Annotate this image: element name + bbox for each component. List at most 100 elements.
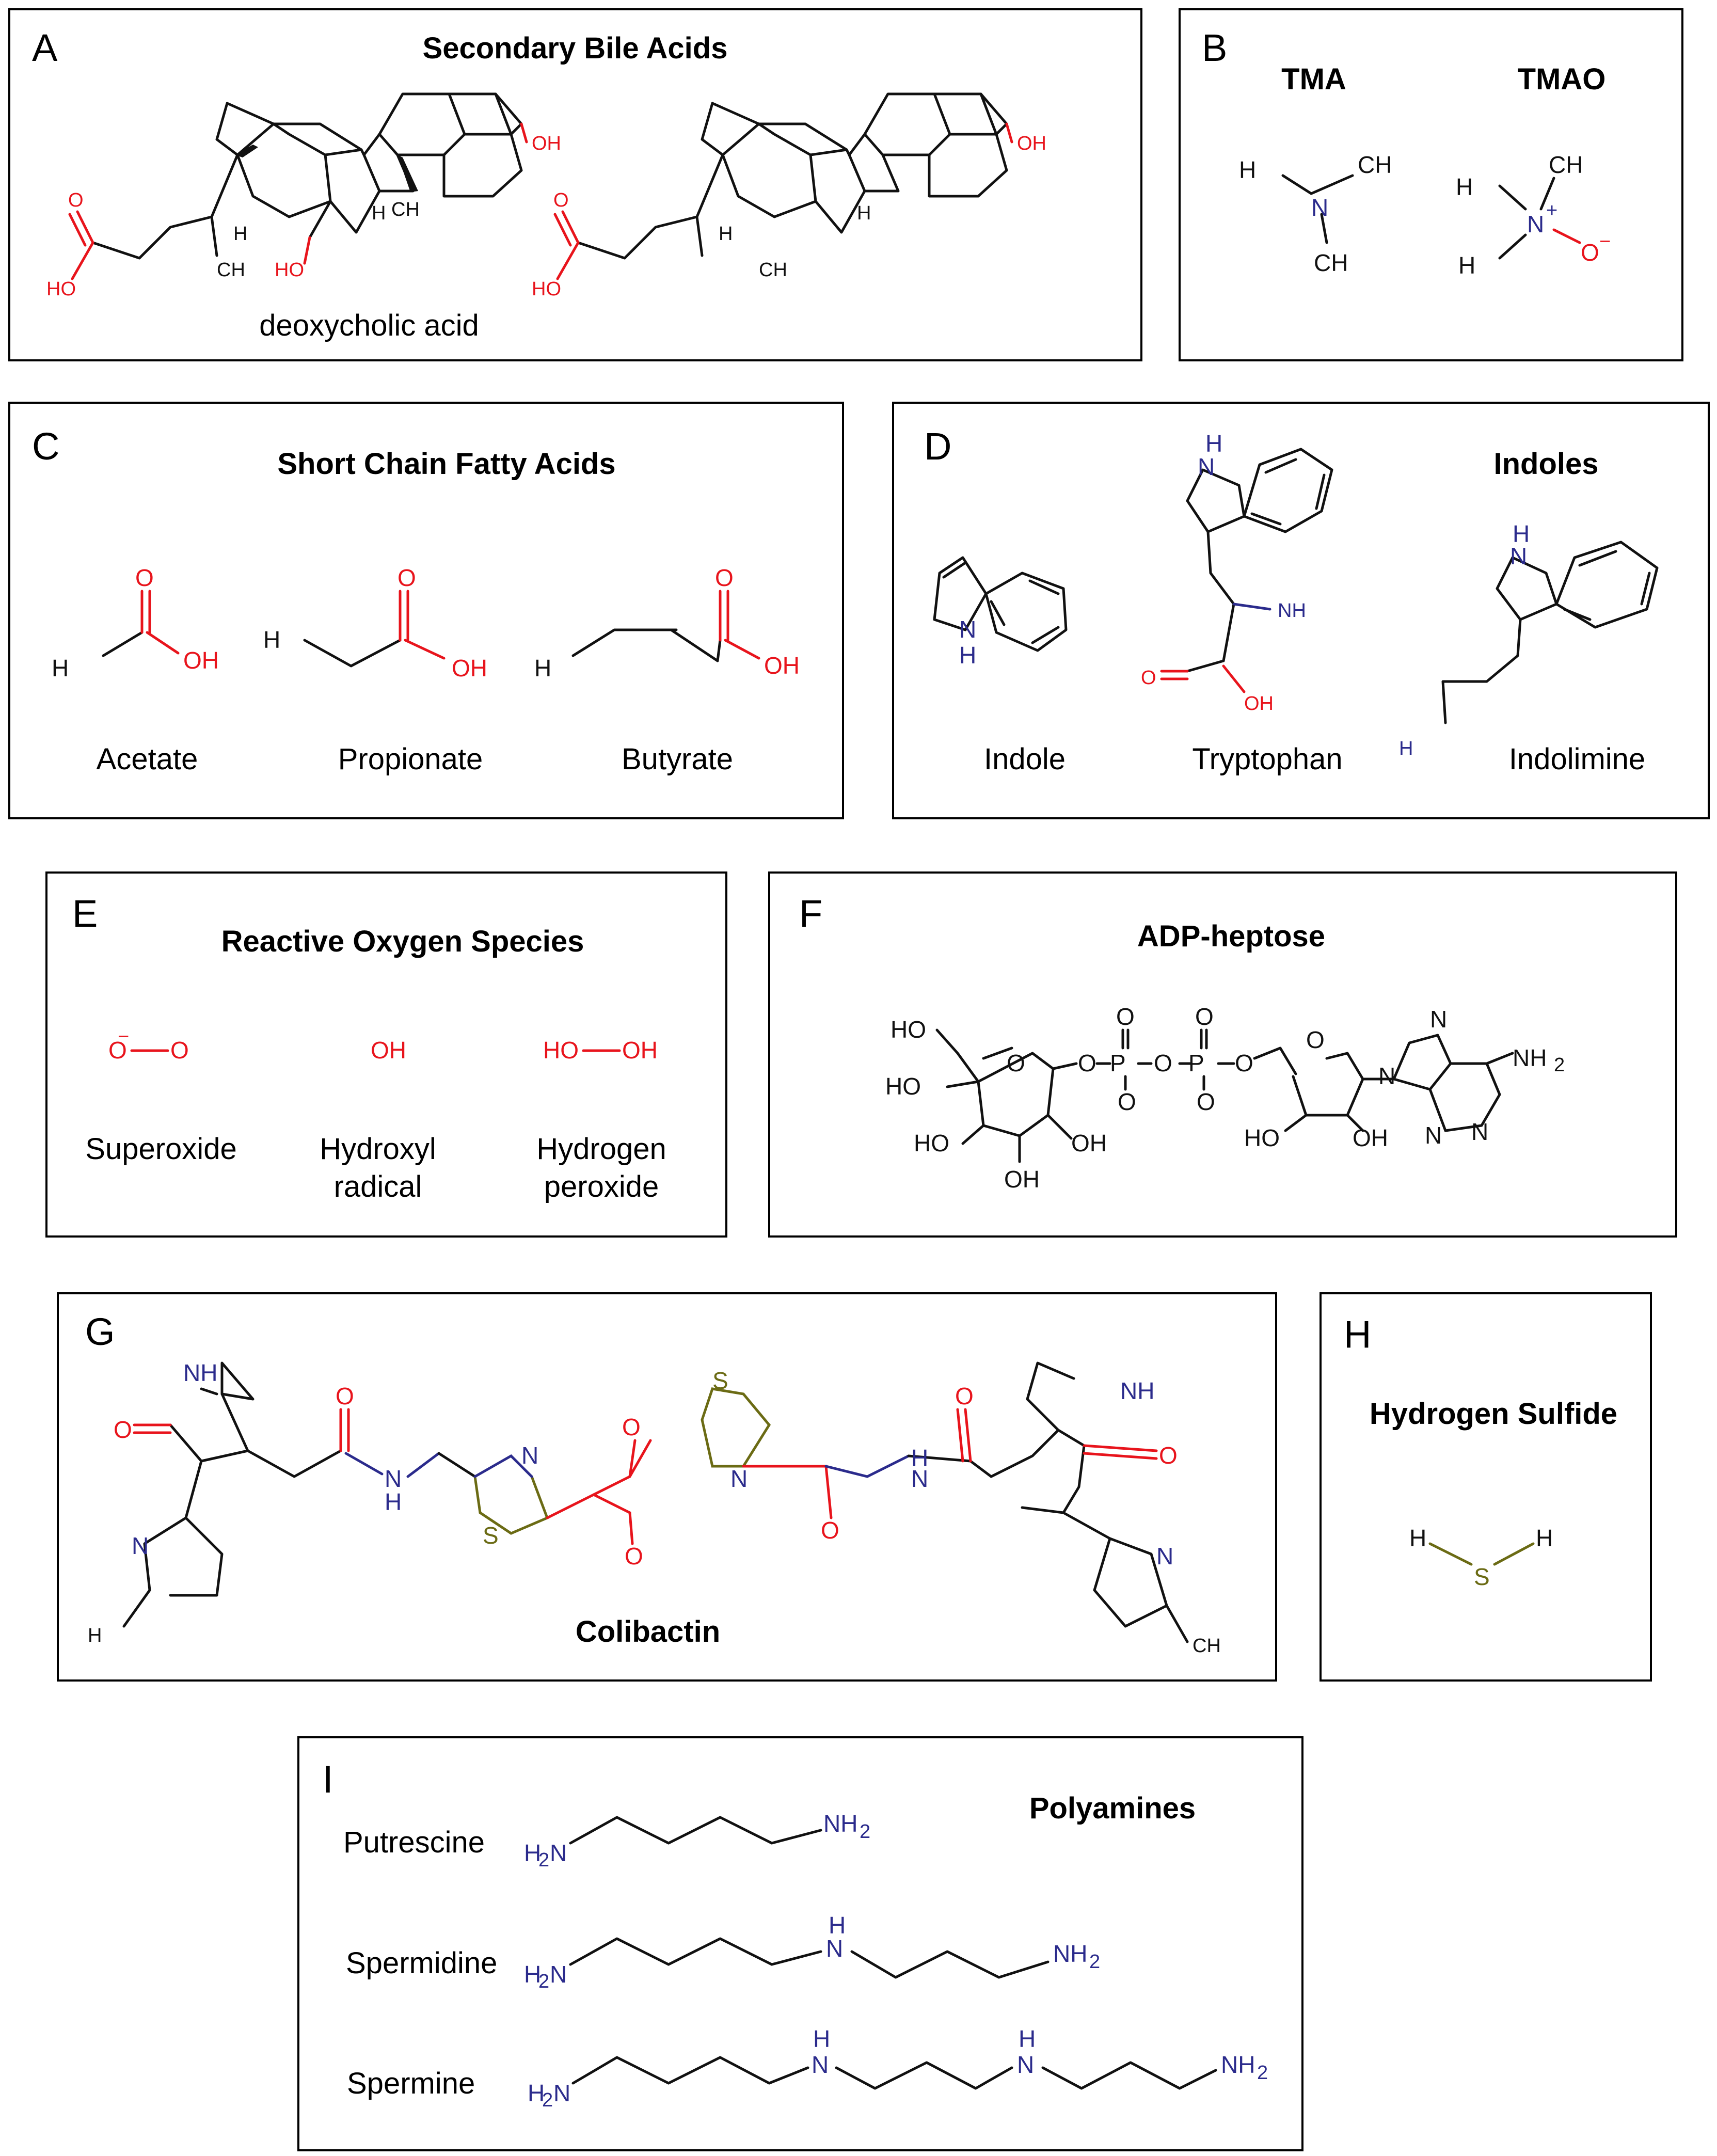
tryptophan-structure: H N NH O OH	[1141, 430, 1333, 715]
propionate-structure: O OH H	[263, 564, 487, 681]
sub2-label: 2	[1257, 2062, 1268, 2084]
ch3-label: CH	[1193, 1635, 1221, 1657]
ho-label: HO	[1244, 1124, 1280, 1151]
adp-heptose-structure: HO HO HO OH OH O O P O O O P O O O O HO …	[885, 1003, 1565, 1193]
panel-f-frame	[768, 871, 1677, 1238]
n-label: N	[521, 1442, 538, 1469]
putrescine-structure: H 2 N NH 2	[524, 1810, 870, 1871]
n-label: N	[826, 1935, 843, 1962]
n-label: N	[132, 1532, 149, 1559]
ho-label: HO	[46, 278, 76, 300]
panel-a-letter: A	[32, 26, 58, 69]
ho-label: HO	[532, 278, 561, 300]
panel-i-title: Polyamines	[1029, 1792, 1196, 1825]
h2n-label: H	[524, 1961, 541, 1988]
ho-label: HO	[885, 1073, 921, 1100]
o-label: O	[1141, 667, 1156, 689]
panel-d-title: Indoles	[1493, 447, 1598, 481]
h3c-label: H	[534, 655, 551, 681]
panel-e-frame	[45, 871, 727, 1238]
panel-c-title: Short Chain Fatty Acids	[277, 447, 615, 481]
butyrate-name: Butyrate	[622, 742, 733, 776]
ho-label: HO	[543, 1037, 579, 1064]
sub2-label: 2	[538, 1849, 549, 1871]
n-label: N	[1311, 194, 1328, 221]
h2n-label: H	[524, 1840, 541, 1866]
o-label: O	[1116, 1003, 1135, 1030]
nh-label: H	[1205, 430, 1222, 457]
n-label: N	[1198, 453, 1215, 480]
spermidine-name: Spermidine	[346, 1946, 497, 1980]
tryptophan-name: Tryptophan	[1192, 742, 1342, 776]
panel-e-letter: E	[72, 892, 98, 935]
panel-f-title: ADP-heptose	[1137, 920, 1325, 953]
oh-label: OH	[1353, 1124, 1388, 1151]
ho-label: HO	[275, 259, 304, 281]
o-label: O	[622, 1414, 641, 1440]
o-label: O	[108, 1037, 127, 1064]
nh-label: NH	[1120, 1377, 1154, 1404]
o-label: O	[821, 1517, 839, 1544]
nh-label: N	[385, 1465, 402, 1492]
h3c-label: H	[1458, 252, 1475, 279]
hydrogen-name: Hydrogen	[536, 1132, 666, 1166]
h3c-label: H	[52, 655, 69, 681]
n-label: N	[1510, 543, 1527, 569]
s-label: S	[712, 1367, 728, 1394]
hydroxyl-name: Hydroxyl	[320, 1132, 436, 1166]
panel-b-letter: B	[1202, 26, 1227, 69]
o-label: O	[1235, 1050, 1253, 1076]
ch3-label: CH	[217, 259, 245, 281]
h2n-label: H	[528, 2080, 545, 2106]
h3c-label: H	[372, 202, 386, 224]
panel-c: C Short Chain Fatty Acids O OH H Acetate…	[8, 402, 844, 819]
indole-structure: H N	[933, 556, 1068, 669]
panel-h: H Hydrogen Sulfide H S H	[1319, 1292, 1652, 1682]
h3c-label: H	[88, 1625, 102, 1646]
panel-g-frame	[57, 1292, 1277, 1682]
minus-label: −	[118, 1026, 129, 1048]
o-label: O	[1007, 1050, 1025, 1076]
spermine-name: Spermine	[347, 2067, 475, 2100]
nh-label: H	[959, 642, 976, 669]
o-label: O	[1159, 1442, 1178, 1469]
oh-label: OH	[622, 1037, 658, 1064]
o-label: O	[114, 1416, 132, 1443]
panel-h-frame	[1319, 1292, 1652, 1682]
plus-label: +	[1546, 200, 1557, 221]
o-label: O	[336, 1383, 354, 1409]
acetate-name: Acetate	[97, 742, 198, 776]
n-label: N	[553, 2080, 570, 2106]
oh-label: OH	[183, 647, 219, 674]
h-label: H	[829, 1912, 846, 1939]
deoxycholic-acid-name: deoxycholic acid	[259, 309, 479, 342]
oh-label: OH	[1244, 693, 1274, 715]
ch3-label: CH	[391, 199, 420, 220]
nh-label: N	[959, 616, 976, 643]
superoxide-structure: O − O	[108, 1026, 189, 1064]
h-label: H	[911, 1445, 928, 1471]
panel-a-title: Secondary Bile Acids	[423, 31, 728, 65]
lithocholic-acid-structure: OH O HO H H CH	[532, 92, 1046, 300]
o-label: O	[625, 1543, 643, 1570]
panel-d: D Indoles H N Indole H N NH O OH Tryptop…	[892, 402, 1710, 819]
spermine-structure: H 2 N H N H N NH 2	[528, 2025, 1268, 2111]
nh2-label: NH	[1053, 1940, 1087, 1967]
h3c-label: H	[233, 223, 247, 245]
ch3-label: CH	[759, 259, 787, 281]
n-label: N	[730, 1465, 748, 1492]
oh-label: OH	[1071, 1130, 1107, 1156]
o-label: O	[1154, 1050, 1172, 1076]
sub2-label: 2	[860, 1821, 870, 1843]
radical-name: radical	[334, 1170, 422, 1203]
o-label: O	[715, 564, 734, 591]
h3c-label: H	[857, 202, 871, 224]
hydrogen-sulfide-structure: H S H	[1409, 1525, 1553, 1590]
p-label: P	[1110, 1050, 1126, 1076]
oh-label: OH	[371, 1037, 406, 1064]
o-label: O	[553, 189, 569, 211]
ho-label: HO	[891, 1016, 926, 1043]
n-label: N	[1378, 1063, 1395, 1089]
spermidine-structure: H 2 N H N NH 2	[524, 1912, 1100, 1992]
nh2-label: NH	[1221, 2051, 1255, 2078]
